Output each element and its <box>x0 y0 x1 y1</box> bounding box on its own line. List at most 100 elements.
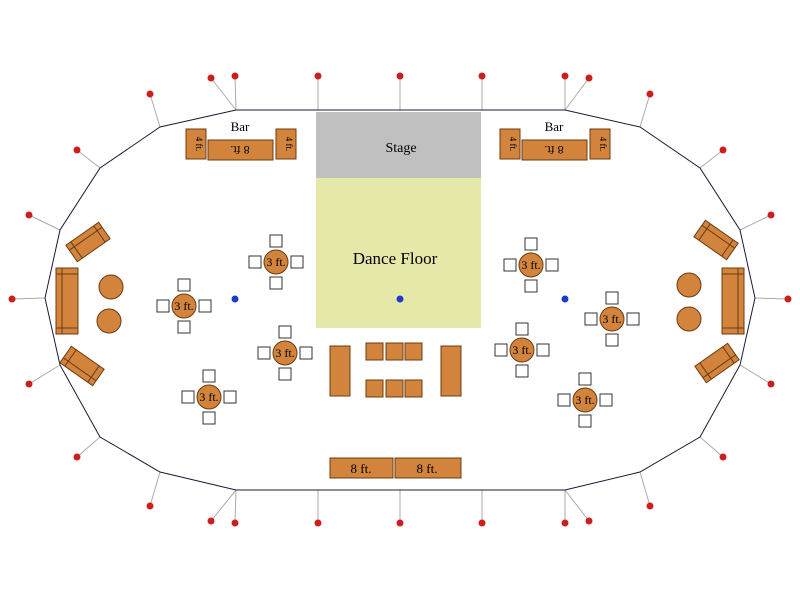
tent-stake <box>719 453 727 461</box>
chair <box>605 291 619 305</box>
buffet-tables: 8 ft. 8 ft. <box>329 457 462 479</box>
center-bench-right <box>440 345 462 397</box>
round-table-label: 3 ft. <box>512 343 531 357</box>
guy-line <box>28 364 61 385</box>
chair <box>299 346 313 360</box>
tent-post-right <box>561 295 569 303</box>
round-table <box>572 387 598 413</box>
round-table-with-chairs: 3 ft. <box>257 325 313 381</box>
chair <box>269 276 283 290</box>
tent-stake <box>207 74 215 82</box>
tent-post-left <box>231 295 239 303</box>
round-table-with-chairs: 3 ft. <box>557 372 613 428</box>
lounge-right-ottoman-top <box>676 272 702 298</box>
tent-stake <box>646 90 654 98</box>
round-table-with-chairs: 3 ft. <box>494 322 550 378</box>
bar-right-label: Bar <box>545 119 564 134</box>
tent-stake <box>73 146 81 154</box>
lounge-left-sofa-middle <box>55 267 79 335</box>
chair <box>605 333 619 347</box>
tent-stake <box>25 380 33 388</box>
lounge-left-sofa-bottom <box>59 345 105 387</box>
round-table <box>196 384 222 410</box>
guy-line <box>210 489 237 522</box>
chair <box>278 325 292 339</box>
chair <box>177 278 191 292</box>
chair <box>202 411 216 425</box>
tent-stake <box>25 211 33 219</box>
dance-floor-label: Dance Floor <box>353 249 438 268</box>
round-table <box>171 293 197 319</box>
center-ottoman-3 <box>404 342 423 361</box>
guy-line <box>739 214 772 231</box>
tent-stake <box>146 90 154 98</box>
bar-right: Bar 4 ft. 8 ft. 4 ft. <box>499 119 611 161</box>
lounge-right <box>676 219 745 384</box>
chair <box>202 369 216 383</box>
center-ottoman-2 <box>385 342 404 361</box>
round-table <box>518 252 544 278</box>
guy-line <box>28 214 61 231</box>
chair <box>599 393 613 407</box>
chair <box>557 393 571 407</box>
guy-line <box>149 93 161 128</box>
guy-line <box>234 489 237 524</box>
chair <box>524 237 538 251</box>
bar-left-side-table-right <box>275 128 297 160</box>
tent-stake <box>396 519 404 527</box>
guy-line <box>564 489 590 522</box>
chair <box>545 258 559 272</box>
lounge-left-sofa-top <box>65 221 111 263</box>
guy-line <box>210 77 237 111</box>
round-table-with-chairs: 3 ft. <box>181 369 237 425</box>
bar-left: Bar 4 ft. 8 ft. 4 ft. <box>185 119 297 161</box>
chair <box>578 414 592 428</box>
round-table-with-chairs: 3 ft. <box>156 278 212 334</box>
guy-line <box>639 471 651 507</box>
guy-line <box>564 77 590 111</box>
lounge-left-ottoman-bottom <box>96 308 122 334</box>
tent-stake <box>231 519 239 527</box>
chair <box>290 255 304 269</box>
dance-floor <box>316 178 481 328</box>
chair <box>584 312 598 326</box>
round-table-label: 3 ft. <box>199 390 218 404</box>
center-ottoman-4 <box>365 379 384 398</box>
guy-line <box>699 149 724 169</box>
chair <box>257 346 271 360</box>
round-table-label: 3 ft. <box>575 393 594 407</box>
chair <box>524 279 538 293</box>
tent-stake <box>207 517 215 525</box>
bar-left-long-table <box>207 139 274 161</box>
round-table-label: 3 ft. <box>266 255 285 269</box>
guy-line <box>754 297 789 300</box>
tent-stake <box>396 72 404 80</box>
tent-post-center <box>396 295 404 303</box>
tent-stake <box>231 72 239 80</box>
tent-stake <box>585 74 593 82</box>
tent-guy-lines <box>8 72 792 527</box>
tent-stake <box>784 295 792 303</box>
center-bench-left <box>329 345 351 397</box>
tent-stake <box>314 519 322 527</box>
round-table <box>509 337 535 363</box>
chair <box>198 299 212 313</box>
guy-line <box>234 75 237 111</box>
buffet-table-left-label: 8 ft. <box>351 461 372 476</box>
chair <box>177 320 191 334</box>
center-ottoman-1 <box>365 342 384 361</box>
chair <box>278 367 292 381</box>
round-table <box>263 249 289 275</box>
tent-stake <box>561 72 569 80</box>
buffet-table-left <box>329 457 394 479</box>
lounge-left <box>55 221 124 387</box>
stage-label: Stage <box>385 141 416 156</box>
bar-left-long-label: 8 ft. <box>230 143 249 157</box>
chair <box>269 234 283 248</box>
stage <box>316 112 481 178</box>
tent-stake <box>767 211 775 219</box>
buffet-table-right-label: 8 ft. <box>417 461 438 476</box>
bar-left-side-label-right: 4 ft. <box>284 137 294 152</box>
center-ottoman-6 <box>404 379 423 398</box>
chair <box>494 343 508 357</box>
